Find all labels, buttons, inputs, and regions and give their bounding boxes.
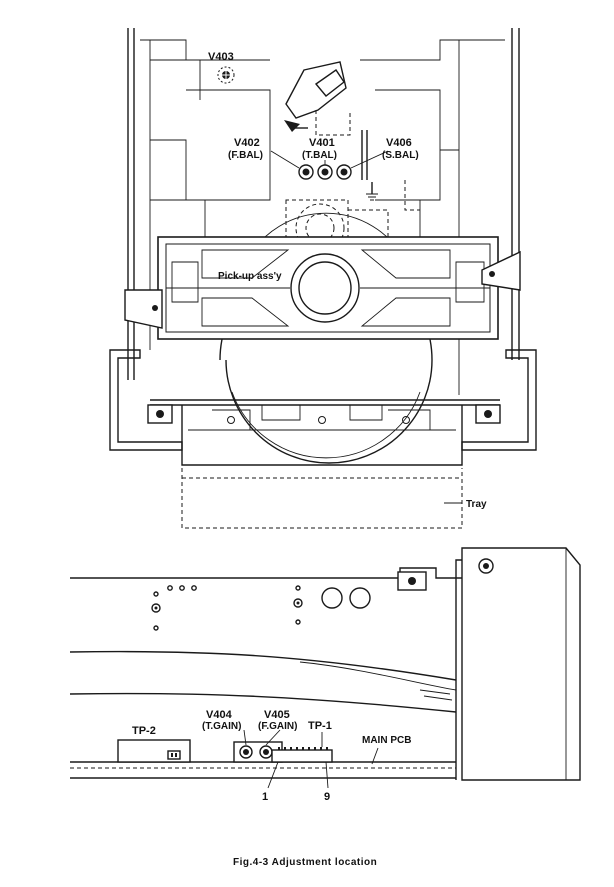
v406-label: V406: [386, 137, 412, 149]
v402-sub-label: (F.BAL): [228, 150, 263, 161]
tp1-label: TP-1: [308, 720, 332, 732]
tray-clamp-bar: [157, 236, 499, 340]
front-frame: [109, 349, 537, 466]
figure-caption: Fig.4-3 Adjustment location: [233, 857, 377, 868]
top-view-chassis: [127, 28, 520, 395]
right-clamp-arrow: [481, 250, 521, 291]
tray: [181, 468, 463, 529]
v401-sub-label: (T.BAL): [302, 150, 337, 161]
v402-label: V402: [234, 137, 260, 149]
tp2-label: TP-2: [132, 725, 156, 737]
v405-label: V405: [264, 709, 290, 721]
left-clamp-arrow: [124, 289, 163, 329]
screwdriver-icon: [284, 61, 351, 136]
pickup-label: Pick-up ass'y: [218, 271, 282, 282]
tray-label: Tray: [466, 499, 487, 510]
v404-label: V404: [206, 709, 233, 721]
balance-pots: [270, 150, 389, 180]
main-pcb-label: MAIN PCB: [362, 735, 411, 746]
v403-label: V403: [208, 51, 234, 63]
ground-icon: [366, 182, 378, 201]
v406-sub-label: (S.BAL): [382, 150, 419, 161]
v401-label: V401: [309, 137, 335, 149]
v404-sub-label: (T.GAIN): [202, 721, 241, 732]
pin-9-label: 9: [324, 791, 330, 803]
v403-pot: V403: [208, 51, 235, 84]
side-view: [69, 547, 581, 789]
pin-1-label: 1: [262, 791, 268, 803]
v405-sub-label: (F.GAIN): [258, 721, 297, 732]
